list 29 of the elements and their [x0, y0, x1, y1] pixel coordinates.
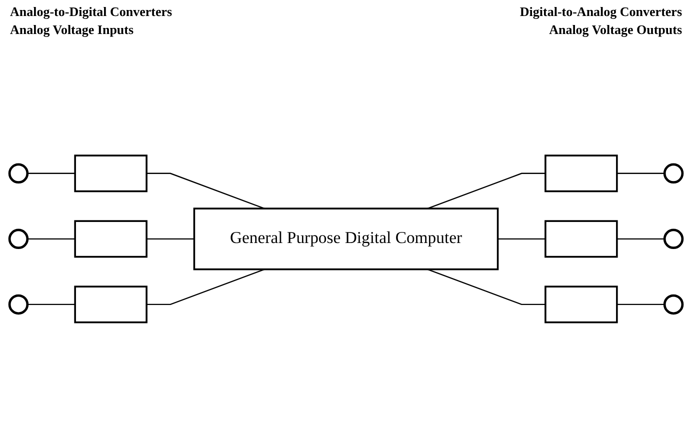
connector	[146, 238, 194, 240]
connector	[427, 268, 546, 306]
connector	[27, 304, 76, 306]
connector	[146, 268, 265, 306]
node-circle	[663, 294, 684, 315]
connector	[27, 238, 76, 240]
connector	[427, 172, 546, 210]
node-box	[74, 154, 148, 192]
connector	[616, 172, 665, 174]
node-circle	[8, 228, 29, 250]
node-box	[544, 286, 618, 324]
node-circle	[8, 163, 29, 184]
node-box	[544, 220, 618, 258]
node-circle	[663, 228, 684, 250]
node-circle	[8, 294, 29, 315]
annotation-text: Digital-to-Analog Converters	[520, 4, 682, 20]
node-box: General Purpose Digital Computer	[193, 208, 499, 270]
connector	[498, 238, 546, 240]
node-box	[74, 286, 148, 324]
node-box	[74, 220, 148, 258]
annotation-text: Analog Voltage Outputs	[549, 22, 682, 38]
connector	[146, 172, 265, 210]
annotation-text: Analog Voltage Inputs	[10, 22, 135, 38]
connector	[616, 238, 665, 240]
annotation-text: Analog-to-Digital Converters	[10, 4, 172, 20]
connector	[616, 304, 665, 306]
node-circle	[663, 163, 684, 184]
node-box	[544, 154, 618, 192]
connector	[27, 172, 76, 174]
